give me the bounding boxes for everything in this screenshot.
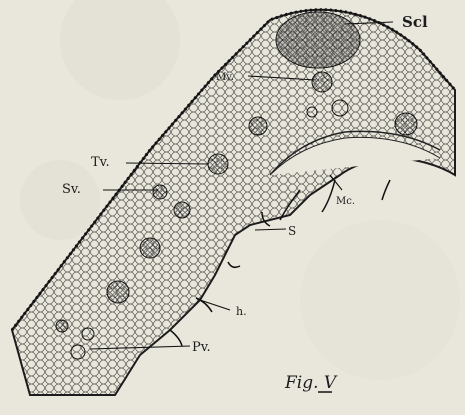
label-mc: Mc. xyxy=(336,196,355,207)
bundle-mid xyxy=(140,238,160,258)
label-scl: Scl xyxy=(402,13,428,31)
label-tv: Tv. xyxy=(91,155,110,170)
figure-caption: Fig. V xyxy=(284,373,338,393)
bundle-upper-left xyxy=(249,117,267,135)
label-h: h. xyxy=(236,305,247,318)
label-sv: Sv. xyxy=(62,182,81,197)
sclerenchyma-cap xyxy=(276,12,360,68)
bundle-lower xyxy=(107,281,129,303)
label-s: S xyxy=(288,224,296,238)
label-mv: Mv. xyxy=(216,72,234,83)
label-pv: Pv. xyxy=(192,340,211,355)
bundle-tv xyxy=(208,154,228,174)
bundle-right xyxy=(395,113,417,135)
